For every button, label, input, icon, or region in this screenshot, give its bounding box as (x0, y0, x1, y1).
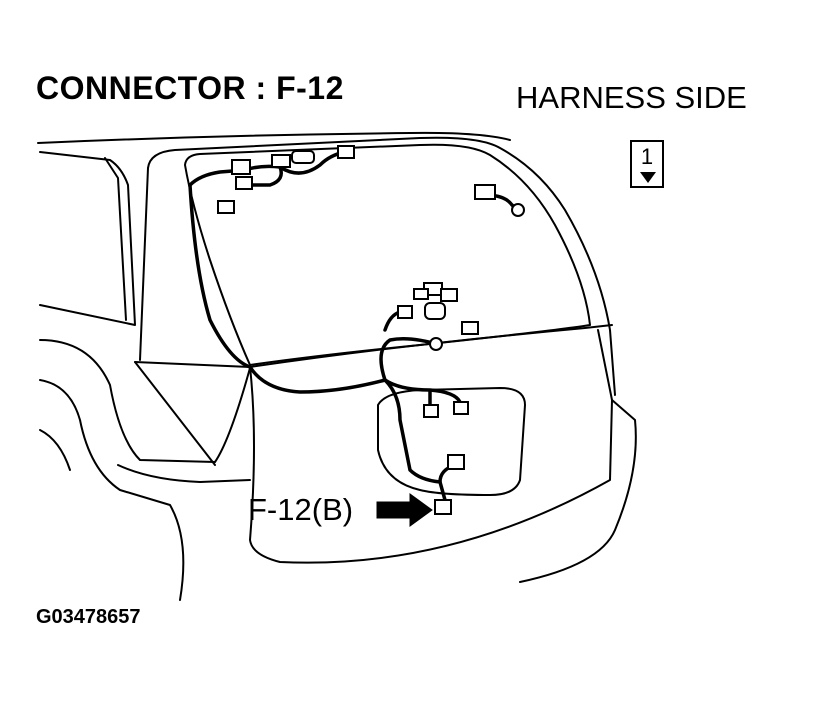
connector-title: CONNECTOR : F-12 (36, 70, 344, 106)
figure-code: G03478657 (36, 606, 141, 628)
pin-number: 1 (640, 144, 654, 169)
harness-side-label: HARNESS SIDE (516, 80, 747, 115)
down-arrow-icon (640, 172, 656, 183)
connector-callout-label: F-12(B) (248, 492, 354, 527)
terminal-pin-box: 1 (630, 140, 664, 188)
right-arrow-icon (376, 493, 433, 527)
